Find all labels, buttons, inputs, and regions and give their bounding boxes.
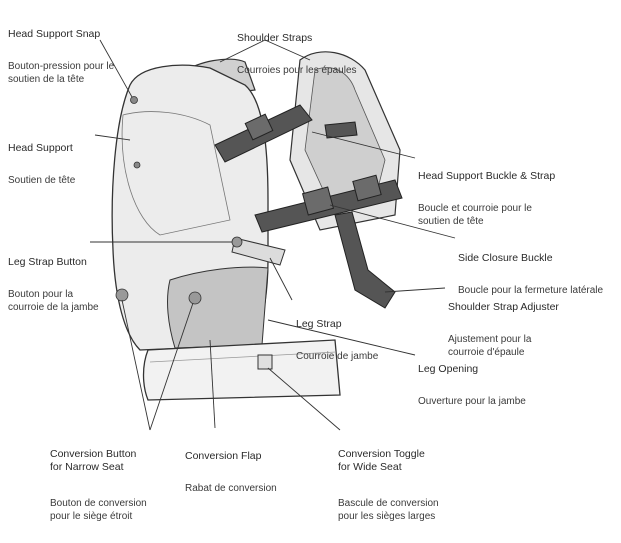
label-fr: Bascule de conversion pour les sièges la… <box>338 498 439 522</box>
label-conversion-toggle: Conversion Toggle for Wide Seat Bascule … <box>338 428 439 543</box>
label-fr: Bouton pour la courroie de la jambe <box>8 289 99 313</box>
label-fr: Bouton de conversion pour le siège étroi… <box>50 498 147 522</box>
leader-conversion-flap <box>209 339 216 429</box>
label-en: Conversion Toggle for Wide Seat <box>338 448 425 474</box>
head-support-buckle-shape <box>244 113 274 141</box>
conversion-flap-panel <box>167 266 269 349</box>
label-en: Head Support Buckle & Strap <box>418 170 556 182</box>
label-side-closure-buckle: Side Closure Buckle Boucle pour la ferme… <box>458 232 603 318</box>
label-head-support: Head Support Soutien de tête <box>8 122 75 208</box>
leader-shoulder-straps-left <box>219 39 266 63</box>
label-head-support-snap: Head Support Snap Bouton-pression pour l… <box>8 8 114 106</box>
label-shoulder-straps: Shoulder Straps Courroies pour les épaul… <box>237 12 357 98</box>
side-closure-buckle-right <box>352 174 382 202</box>
label-en: Leg Opening <box>418 363 479 375</box>
baby-carrier-illustration <box>90 39 456 431</box>
label-fr: Courroie de jambe <box>296 351 379 363</box>
leader-leg-opening <box>267 319 416 356</box>
leader-conversion-toggle <box>267 367 341 431</box>
label-en: Shoulder Strap Adjuster <box>448 301 559 313</box>
label-leg-strap: Leg Strap Courroie de jambe <box>296 298 378 384</box>
label-fr: Courroies pour les épaules <box>237 65 357 77</box>
label-head-support-buckle: Head Support Buckle & Strap Boucle et co… <box>418 150 555 248</box>
leader-lines <box>90 39 456 431</box>
label-en: Leg Strap <box>296 318 342 330</box>
head-support-dot <box>133 161 141 169</box>
conversion-button-dot <box>188 291 202 305</box>
head-support-panel <box>121 111 231 236</box>
label-en: Conversion Flap <box>185 450 262 462</box>
label-en: Shoulder Straps <box>237 32 313 44</box>
label-fr: Boucle et courroie pour le soutien de tê… <box>418 203 532 227</box>
conversion-toggle-shape <box>257 354 273 370</box>
leader-conversion-button-a <box>121 299 151 431</box>
leg-strap-shape <box>231 237 286 266</box>
leader-shoulder-strap-adjuster <box>384 287 446 293</box>
label-fr: Ouverture pour la jambe <box>418 396 526 408</box>
baby-carrier-diagram: Head Support Snap Bouton-pression pour l… <box>8 8 603 522</box>
shoulder-strap-adjuster-shape <box>334 211 396 309</box>
label-en: Head Support Snap <box>8 28 101 40</box>
label-en: Side Closure Buckle <box>458 252 553 264</box>
leader-head-support-buckle <box>311 131 416 159</box>
leader-head-support <box>94 134 131 141</box>
leader-conversion-button-b <box>149 302 194 431</box>
label-conversion-flap: Conversion Flap Rabat de conversion <box>185 430 277 516</box>
label-fr: Bouton-pression pour le soutien de la tê… <box>8 61 115 85</box>
label-fr: Rabat de conversion <box>185 483 277 495</box>
leader-shoulder-straps-right <box>264 39 311 61</box>
waist-belt-seam <box>149 351 337 363</box>
side-closure-buckle-shape <box>301 186 335 216</box>
label-conversion-button: Conversion Button for Narrow Seat Bouton… <box>50 428 147 543</box>
label-leg-strap-button: Leg Strap Button Bouton pour la courroie… <box>8 236 99 334</box>
leg-strap-button-dot <box>231 236 243 248</box>
label-en: Leg Strap Button <box>8 256 87 268</box>
leader-side-closure-buckle <box>329 204 456 239</box>
label-shoulder-strap-adjuster: Shoulder Strap Adjuster Ajustement pour … <box>448 281 559 379</box>
label-fr: Boucle pour la fermeture latérale <box>458 285 604 297</box>
leader-leg-strap <box>269 257 293 301</box>
head-support-snap-dot <box>130 96 138 104</box>
head-support-strap-right <box>324 121 358 139</box>
waist-belt <box>142 339 341 401</box>
left-conversion-button-dot <box>115 288 129 302</box>
leader-head-support-snap <box>99 39 133 98</box>
label-en: Head Support <box>8 142 73 154</box>
label-fr: Soutien de tête <box>8 175 76 187</box>
label-fr: Ajustement pour la courroie d'épaule <box>448 334 532 358</box>
label-en: Conversion Button for Narrow Seat <box>50 448 137 474</box>
label-leg-opening: Leg Opening Ouverture pour la jambe <box>418 343 526 429</box>
